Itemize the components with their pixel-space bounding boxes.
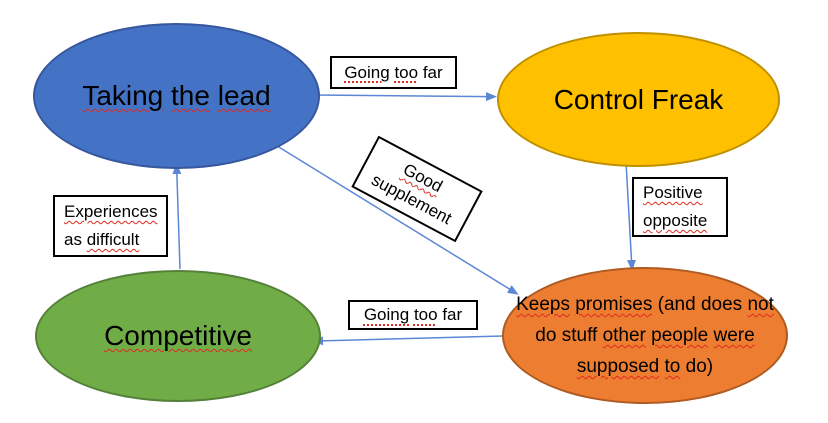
edge-label-experiences-as-difficult: Experiences as difficult bbox=[64, 202, 158, 249]
node-label-control-freak: Control Freak bbox=[553, 83, 724, 115]
edge-label-going-too-far-top: Going too far bbox=[344, 62, 443, 82]
edge-label-positive-opposite: Positive opposite bbox=[643, 183, 708, 230]
node-ellipse-taking-the-lead[interactable]: Taking the lead bbox=[33, 23, 320, 169]
node-ellipse-keeps-promises[interactable]: Keeps promises (and does not do stuff ot… bbox=[502, 267, 788, 404]
edge-label-box-positive-opposite[interactable]: Positive opposite bbox=[632, 177, 728, 237]
node-ellipse-competitive[interactable]: Competitive bbox=[35, 270, 321, 402]
node-label-competitive: Competitive bbox=[104, 320, 252, 352]
node-label-keeps-promises: Keeps promises (and does not do stuff ot… bbox=[516, 294, 774, 377]
node-ellipse-control-freak[interactable]: Control Freak bbox=[497, 32, 780, 167]
arrow-control-freak-to-keeps-promises[interactable] bbox=[625, 161, 636, 271]
arrow-keeps-promises-to-competitive[interactable] bbox=[312, 335, 504, 346]
node-label-taking-the-lead: Taking the lead bbox=[82, 80, 271, 112]
edge-label-going-too-far-bottom: Going too far bbox=[363, 305, 463, 324]
arrow-lead-to-control-freak[interactable] bbox=[313, 92, 497, 102]
edge-label-box-going-too-far-top[interactable]: Going too far bbox=[330, 56, 457, 89]
arrow-competitive-to-lead[interactable] bbox=[172, 163, 182, 270]
arrow-lead-to-keeps-promises[interactable] bbox=[268, 140, 519, 295]
edge-label-box-going-too-far-bottom[interactable]: Going too far bbox=[348, 300, 478, 330]
edge-label-box-experiences-as-difficult[interactable]: Experiences as difficult bbox=[53, 195, 168, 257]
